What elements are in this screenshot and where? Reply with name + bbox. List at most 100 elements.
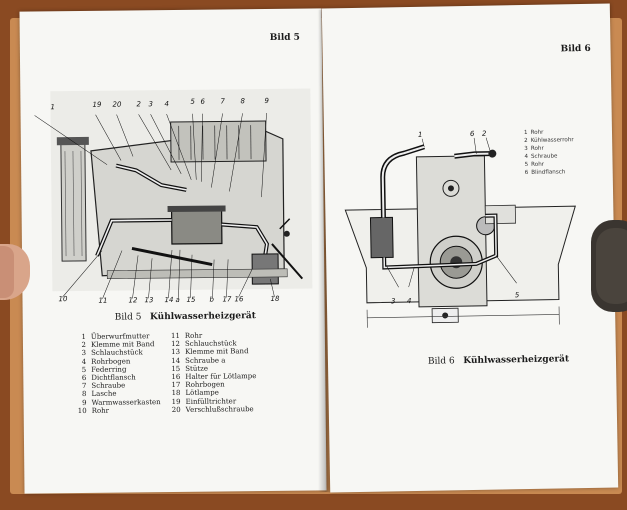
page-weight-top [596, 228, 627, 304]
legend-number: 7 [81, 382, 87, 391]
legend-text: Warmwasserkasten [91, 397, 161, 407]
legend-text: Klemme mit Band [185, 347, 249, 357]
legend-number: 6 [81, 373, 87, 382]
callout-5: 5 [514, 291, 520, 300]
legend-number: 16 [171, 372, 181, 382]
hand-finger [0, 246, 14, 298]
legend-text: Dichtflansch [91, 373, 136, 382]
legend-text: Blindflansch [531, 169, 566, 176]
callout-13: 13 [144, 296, 154, 305]
callout-12: 12 [128, 296, 138, 305]
left-page: Bild 5 [19, 8, 327, 494]
legend-number: 4 [81, 357, 87, 366]
legend-text: Rohr [530, 129, 544, 136]
legend-item: 9 Warmwasserkasten [76, 398, 161, 407]
legend-number: 9 [82, 398, 87, 407]
legend-number: 11 [170, 331, 180, 341]
legend-text: Kühlwasserrohr [530, 137, 574, 144]
legend-text: Stütze [185, 364, 209, 373]
legend-text: Rohr [531, 161, 545, 168]
legend-number: 10 [77, 406, 87, 415]
caption-title: Kühlwasserheizgerät [149, 311, 256, 323]
legend-number: 6 [524, 169, 529, 177]
legend-number: 19 [171, 397, 181, 406]
engine-diagram [34, 88, 313, 299]
legend-number: 14 [171, 356, 181, 365]
legend-number: 5 [81, 365, 87, 374]
callout-20: 20 [112, 100, 122, 109]
callout-6: 6 [200, 97, 205, 106]
callout-7: 7 [220, 97, 225, 106]
page-label: Bild 5 [269, 32, 300, 43]
callout-16: 16 [234, 295, 244, 304]
callout-2: 2 [481, 129, 487, 138]
callout-3: 3 [148, 100, 153, 109]
legend-text: Schraube a [185, 356, 226, 365]
callout-3: 3 [390, 297, 396, 306]
legend-number: 3 [524, 145, 528, 153]
legend-item: 20 Verschlußschraube [170, 405, 257, 414]
callout-1: 1 [417, 130, 423, 139]
callout-18: 18 [270, 294, 280, 303]
legend-item: 10 Rohr [76, 406, 161, 415]
right-page: Bild 6 1 6 2 3 4 5 [321, 3, 619, 493]
legend-text: Halter für Lötlampe [185, 372, 257, 381]
callout-4: 4 [164, 100, 169, 109]
page-label: Bild 6 [560, 43, 591, 55]
callout-19: 19 [92, 100, 102, 109]
legend-text: Rohr [91, 406, 110, 415]
callout-4: 4 [406, 297, 412, 306]
legend-number: 2 [81, 341, 87, 350]
legend-text: Verschlußschraube [185, 404, 254, 414]
callout-17: 17 [222, 295, 232, 304]
legend-number: 2 [524, 137, 528, 145]
legend-text: Schlauchstück [184, 339, 237, 349]
callout-2: 2 [136, 100, 141, 109]
legend-text: Lasche [91, 390, 117, 399]
legend-text: Rohr [184, 331, 203, 340]
legend-number: 13 [171, 348, 181, 357]
legend-text: Federring [91, 365, 127, 374]
callout-1: 1 [50, 103, 55, 112]
legend-number: 4 [524, 153, 529, 161]
caption-prefix: Bild 5 [114, 312, 142, 323]
legend-text: Schraube [530, 153, 558, 160]
caption-prefix: Bild 6 [427, 356, 455, 367]
legend-text: Einfülltrichter [185, 396, 237, 406]
figure-caption: Bild 6 Kühlwasserheizgerät [428, 354, 569, 366]
legend-text: Schlauchstück [91, 348, 143, 358]
engine-front-diagram [344, 137, 576, 328]
legend-text: Rohrbogen [185, 380, 225, 390]
legend-number: 1 [81, 332, 86, 341]
legend-text: Klemme mit Band [90, 340, 155, 350]
callout-11: 11 [98, 296, 108, 305]
legend-number: 20 [171, 405, 181, 414]
legend-number: 18 [171, 389, 181, 398]
caption-title: Kühlwasserheizgerät [463, 354, 570, 367]
legend-number: 8 [81, 390, 87, 399]
legend-number: 15 [171, 364, 181, 373]
callout-6: 6 [469, 129, 475, 138]
callout-5: 5 [190, 97, 195, 106]
legend-text: Schraube [91, 381, 126, 391]
callout-a: a [175, 295, 180, 304]
legend-number: 3 [81, 349, 87, 358]
callout-14: 14 [164, 295, 174, 305]
legend-text: Rohrbogen [91, 357, 131, 366]
legend-number: 1 [523, 129, 528, 137]
legend-number: 5 [524, 161, 529, 169]
callout-10: 10 [58, 295, 68, 304]
legend-text: Rohr [530, 145, 544, 152]
callout-15: 15 [186, 295, 196, 304]
callout-b: b [209, 295, 215, 304]
callout-9: 9 [264, 96, 269, 106]
callout-8: 8 [240, 97, 245, 106]
figure-caption: Bild 5 Kühlwasserheizgerät [115, 311, 256, 322]
legend-number: 12 [171, 340, 181, 349]
legend-number: 17 [171, 381, 181, 390]
legend-text: Lötlampe [185, 388, 219, 398]
